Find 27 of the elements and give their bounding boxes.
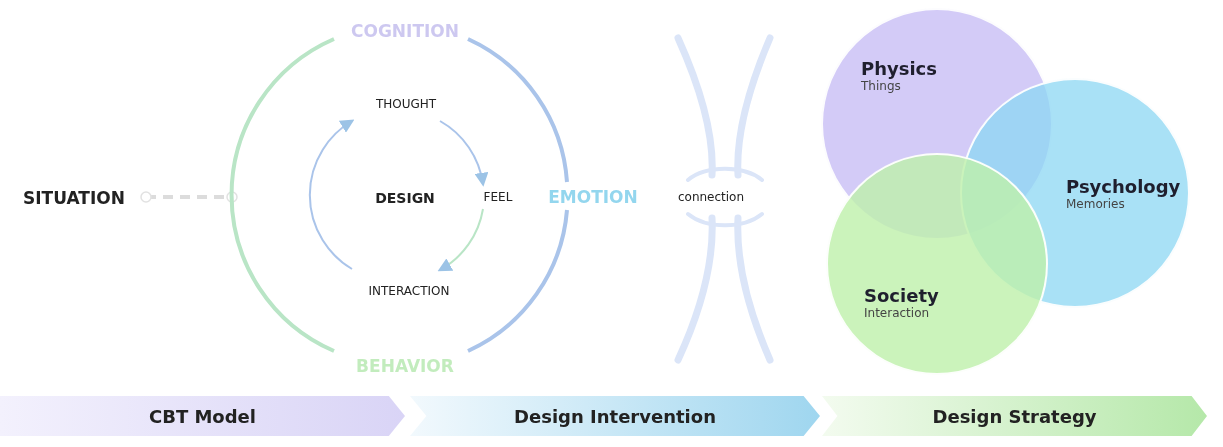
cycle-arrow	[439, 120, 488, 187]
center-label: DESIGN	[365, 187, 445, 209]
band-title: Design Strategy	[932, 405, 1097, 427]
band-title: CBT Model	[149, 405, 256, 427]
ring-arc	[467, 209, 569, 353]
circle-title: Physics	[861, 58, 937, 79]
cycle-label: THOUGHT	[362, 94, 450, 114]
ring-arc	[467, 37, 569, 183]
situation-label: SITUATION	[8, 186, 140, 210]
dashed-connector	[140, 191, 238, 203]
cycle-arrow	[437, 208, 484, 272]
chevron-band	[0, 396, 405, 436]
ring-arc	[229, 37, 335, 353]
connection-label: connection	[660, 186, 762, 208]
cycle-label: FEEL	[475, 186, 521, 208]
band-title: Design Intervention	[514, 405, 716, 427]
circle-subtitle: Things	[861, 79, 901, 93]
stage-label: EMOTION	[538, 185, 648, 209]
cycle-arrow	[308, 119, 355, 270]
chevron-band	[822, 396, 1207, 436]
cycle-label: INTERACTION	[345, 280, 473, 302]
circle-title: Society	[864, 285, 939, 306]
chevron-band	[410, 396, 820, 436]
stage-label: BEHAVIOR	[340, 353, 470, 379]
circle-title: Psychology	[1066, 175, 1181, 197]
circle-subtitle: Memories	[1066, 196, 1125, 211]
circle-subtitle: Interaction	[864, 306, 930, 320]
